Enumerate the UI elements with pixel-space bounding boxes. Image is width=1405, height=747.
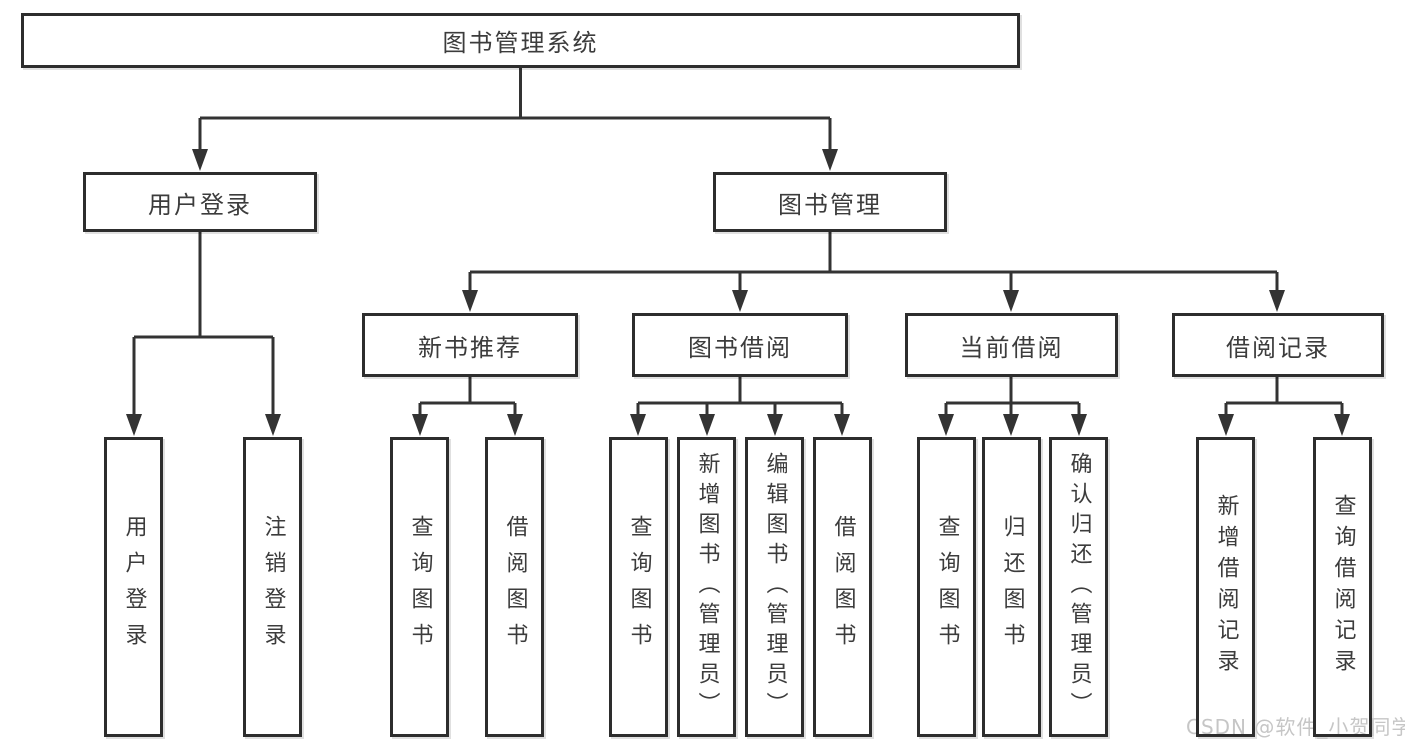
- leaf-borrowing-edit-books-admin: 编辑图书（管理员）: [745, 437, 804, 737]
- leaf-records-search-borrow-record: 查询借阅记录: [1313, 437, 1372, 737]
- leaf-user-login: 用户登录: [104, 437, 163, 737]
- leaf-label: 查询借阅记录: [1330, 494, 1356, 680]
- leaf-label: 查询图书: [407, 515, 433, 659]
- csdn-watermark: CSDN @软件_小贺同学: [1186, 715, 1405, 739]
- leaf-newbook-borrow-books: 借阅图书: [485, 437, 544, 737]
- node-user-login: 用户登录: [83, 172, 317, 232]
- leaf-logout: 注销登录: [243, 437, 302, 737]
- leaf-label: 查询图书: [626, 515, 652, 659]
- leaf-label: 注销登录: [260, 515, 286, 659]
- node-label: 用户登录: [148, 190, 252, 219]
- leaf-label: 编辑图书（管理员）: [762, 452, 788, 722]
- node-current-borrowing: 当前借阅: [905, 313, 1118, 377]
- node-label: 新书推荐: [418, 333, 522, 362]
- leaf-current-search-books: 查询图书: [917, 437, 976, 737]
- leaf-label: 归还图书: [999, 515, 1025, 659]
- node-book-borrowing: 图书借阅: [632, 313, 848, 377]
- node-library-management-system: 图书管理系统: [21, 13, 1020, 68]
- node-label: 借阅记录: [1226, 333, 1330, 362]
- leaf-current-return-books: 归还图书: [982, 437, 1041, 737]
- node-new-book-recommendation: 新书推荐: [362, 313, 578, 377]
- node-label: 图书借阅: [688, 333, 792, 362]
- leaf-current-confirm-return-admin: 确认归还（管理员）: [1049, 437, 1108, 737]
- leaf-borrowing-search-books: 查询图书: [609, 437, 668, 737]
- leaf-label: 确认归还（管理员）: [1066, 452, 1092, 722]
- leaf-label: 新增借阅记录: [1213, 494, 1239, 680]
- node-label: 当前借阅: [959, 333, 1064, 362]
- node-borrowing-records: 借阅记录: [1172, 313, 1384, 377]
- leaf-label: 新增图书（管理员）: [694, 452, 720, 722]
- leaf-label: 借阅图书: [830, 515, 856, 659]
- node-book-management: 图书管理: [713, 172, 947, 232]
- leaf-label: 用户登录: [121, 515, 147, 659]
- leaf-borrowing-borrow-books: 借阅图书: [813, 437, 872, 737]
- leaf-records-add-borrow-record: 新增借阅记录: [1196, 437, 1255, 737]
- node-label: 图书管理: [778, 190, 882, 219]
- leaf-label: 借阅图书: [502, 515, 528, 659]
- leaf-label: 查询图书: [934, 515, 960, 659]
- node-label: 图书管理系统: [442, 29, 599, 57]
- leaf-newbook-search-books: 查询图书: [390, 437, 449, 737]
- leaf-borrowing-add-books-admin: 新增图书（管理员）: [677, 437, 736, 737]
